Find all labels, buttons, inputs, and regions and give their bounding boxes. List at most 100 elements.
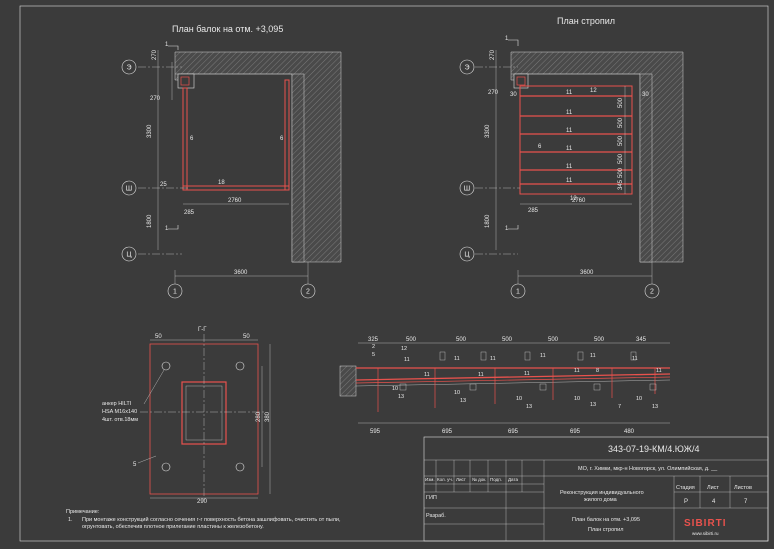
svg-text:290: 290 xyxy=(197,499,208,505)
plan-rafters-title: План стропил xyxy=(557,16,615,26)
svg-text:Лист: Лист xyxy=(456,477,466,482)
plan-beams-column xyxy=(177,73,195,89)
svg-text:11: 11 xyxy=(566,146,573,152)
svg-text:2: 2 xyxy=(306,289,310,296)
notes: Примечание: 1. При монтаже конструкций с… xyxy=(66,509,341,530)
svg-text:695: 695 xyxy=(570,429,581,435)
svg-text:500: 500 xyxy=(406,337,417,343)
axis-bubble-ts-2 xyxy=(459,246,475,262)
svg-text:12: 12 xyxy=(590,88,597,94)
svg-text:11: 11 xyxy=(566,178,573,184)
svg-text:285: 285 xyxy=(184,210,195,216)
svg-text:8: 8 xyxy=(596,368,599,374)
svg-text:3300: 3300 xyxy=(485,124,491,138)
axis-bubble-e-2 xyxy=(459,59,475,75)
svg-text:50: 50 xyxy=(243,334,250,340)
svg-text:695: 695 xyxy=(442,429,453,435)
svg-text:500: 500 xyxy=(548,337,559,343)
svg-text:1: 1 xyxy=(165,226,169,232)
plan-beams-beam-left xyxy=(182,87,188,191)
svg-text:10: 10 xyxy=(516,396,522,402)
svg-text:13: 13 xyxy=(570,196,577,202)
svg-text:13: 13 xyxy=(460,398,466,404)
axis-bubble-ts xyxy=(121,246,137,262)
svg-text:1: 1 xyxy=(516,289,520,296)
svg-text:11: 11 xyxy=(490,356,496,362)
svg-text:5: 5 xyxy=(372,352,375,358)
anchor-bolt-2 xyxy=(235,361,245,371)
svg-text:595: 595 xyxy=(370,429,381,435)
svg-text:Стадия: Стадия xyxy=(676,485,695,491)
svg-text:500: 500 xyxy=(618,97,624,108)
svg-text:1: 1 xyxy=(173,289,177,296)
svg-text:3300: 3300 xyxy=(147,124,153,138)
svg-text:Листов: Листов xyxy=(734,485,752,491)
plan-beams: План балок на отм. +3,095 Э Ш Ц 1 2 xyxy=(121,24,342,299)
svg-text:План балок на отм. +3,095: План балок на отм. +3,095 xyxy=(572,517,640,523)
svg-text:11: 11 xyxy=(566,164,573,170)
svg-text:500: 500 xyxy=(502,337,513,343)
section-wall xyxy=(339,365,357,397)
plan-beams-wall-right xyxy=(291,73,305,263)
address: МО, г. Химки, мкр-н Новогорск, ул. Олимп… xyxy=(578,465,718,472)
axis-bubble-sh-2 xyxy=(459,180,475,196)
svg-text:11: 11 xyxy=(566,110,573,116)
svg-text:3600: 3600 xyxy=(234,270,248,276)
svg-text:285: 285 xyxy=(528,208,539,214)
svg-text:4: 4 xyxy=(712,499,716,505)
svg-text:11: 11 xyxy=(424,372,430,378)
svg-text:11: 11 xyxy=(632,356,638,362)
svg-text:Ш: Ш xyxy=(126,186,132,193)
svg-text:Подп.: Подп. xyxy=(490,477,502,482)
svg-text:500: 500 xyxy=(594,337,605,343)
svg-text:2760: 2760 xyxy=(572,198,586,204)
note-line-2: огрунтовать, обеспечив плотное прилегани… xyxy=(82,524,264,530)
drawing-code: 343-07-19-КМ/4.ЮЖ/4 xyxy=(608,444,700,454)
svg-text:11: 11 xyxy=(574,368,580,374)
svg-text:6: 6 xyxy=(280,136,284,142)
svg-text:7: 7 xyxy=(618,404,621,410)
svg-text:380: 380 xyxy=(265,411,271,422)
plan-rafters-rafters xyxy=(520,95,632,185)
svg-text:Лист: Лист xyxy=(707,485,719,491)
svg-text:30: 30 xyxy=(642,92,649,98)
plan-rafters-wall xyxy=(510,51,684,263)
svg-text:13: 13 xyxy=(398,394,404,400)
svg-text:6: 6 xyxy=(538,144,542,150)
svg-text:1800: 1800 xyxy=(147,214,153,228)
axis-bubble-2-2 xyxy=(644,283,660,299)
svg-text:Разраб.: Разраб. xyxy=(426,513,446,519)
svg-text:Реконструкция индивидуального: Реконструкция индивидуального xyxy=(560,490,644,496)
svg-text:3600: 3600 xyxy=(580,270,594,276)
svg-text:10: 10 xyxy=(392,386,398,392)
svg-text:11: 11 xyxy=(656,368,662,374)
svg-text:500: 500 xyxy=(618,153,624,164)
svg-text:Ц: Ц xyxy=(464,252,470,259)
plan-rafters-wall-right xyxy=(639,73,653,263)
svg-text:11: 11 xyxy=(566,90,573,96)
svg-text:10: 10 xyxy=(454,390,460,396)
svg-text:480: 480 xyxy=(624,429,635,435)
note-line-1: При монтаже конструкций согласно сечения… xyxy=(82,516,341,523)
rafter-section: 325 500 500 500 500 500 345 595 695 695 … xyxy=(339,337,671,435)
svg-text:анкер HILTI: анкер HILTI xyxy=(102,401,132,407)
svg-text:www.sibirti.ru: www.sibirti.ru xyxy=(692,531,719,536)
svg-text:270: 270 xyxy=(488,90,499,96)
svg-text:695: 695 xyxy=(508,429,519,435)
svg-text:11: 11 xyxy=(524,371,530,377)
svg-text:270: 270 xyxy=(490,49,496,60)
svg-text:1: 1 xyxy=(505,226,509,232)
svg-text:18: 18 xyxy=(218,180,225,186)
svg-text:2: 2 xyxy=(650,289,654,296)
svg-text:Ц: Ц xyxy=(126,252,132,259)
svg-text:270: 270 xyxy=(150,96,161,102)
note-title: Примечание: xyxy=(66,509,100,515)
svg-text:Э: Э xyxy=(126,65,131,72)
svg-text:6: 6 xyxy=(190,136,194,142)
svg-text:500: 500 xyxy=(618,117,624,128)
svg-text:4шт. отв.18мм: 4шт. отв.18мм xyxy=(102,417,138,423)
svg-text:жилого дома: жилого дома xyxy=(584,497,618,503)
svg-text:Р: Р xyxy=(684,499,688,505)
svg-text:Э: Э xyxy=(464,65,469,72)
